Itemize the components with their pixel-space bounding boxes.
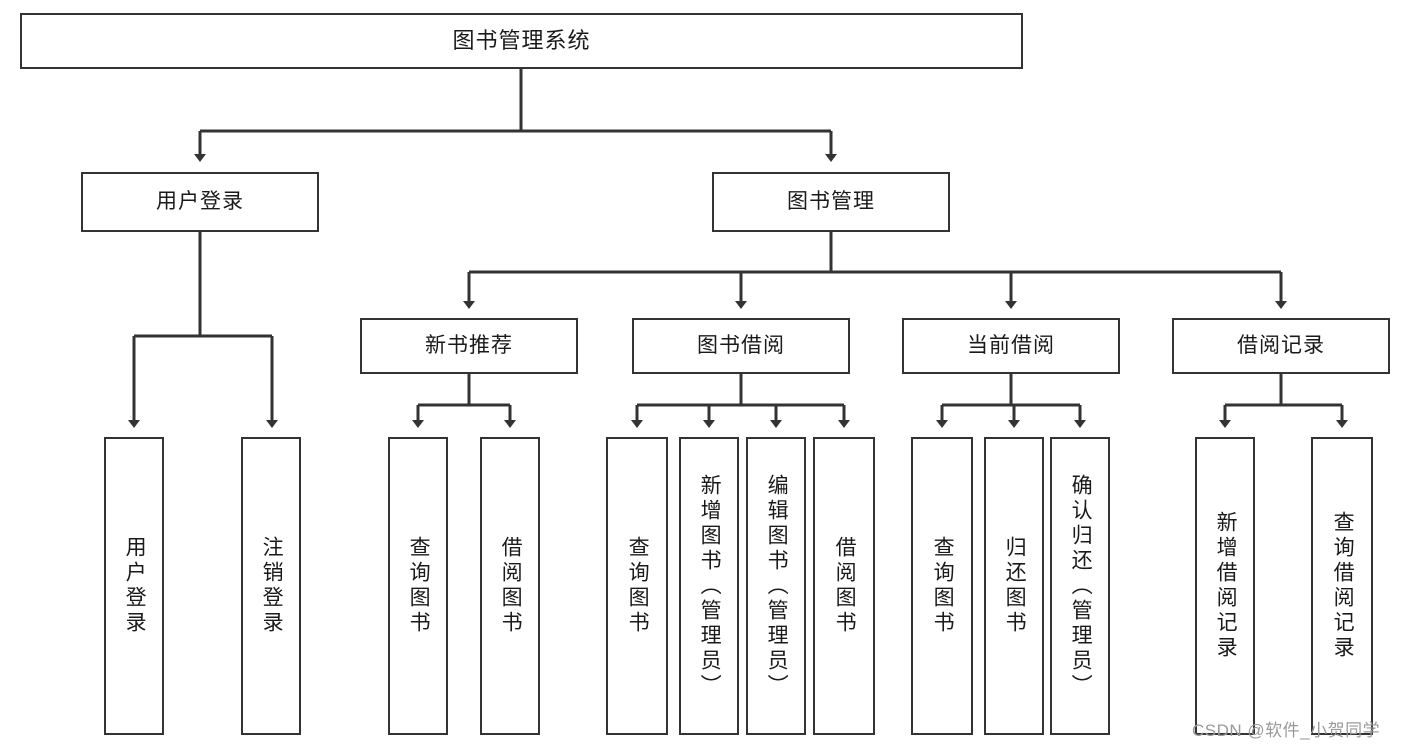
node-leaf-query-book-cur-label: 查询图书 (931, 536, 955, 636)
node-leaf-query-book-cur[interactable]: 查询图书 (911, 437, 973, 735)
node-user-login-label: 用户登录 (156, 189, 244, 213)
node-leaf-query-record[interactable]: 查询借阅记录 (1311, 437, 1373, 735)
node-leaf-query-book-label: 查询图书 (626, 536, 650, 636)
node-leaf-return-book-label: 归还图书 (1003, 536, 1027, 636)
node-leaf-edit-book[interactable]: 编辑图书（管理员） (746, 437, 806, 735)
node-book-borrow[interactable]: 图书借阅 (632, 318, 850, 374)
node-leaf-add-record[interactable]: 新增借阅记录 (1195, 437, 1255, 735)
watermark: CSDN @软件_小贺同学 (1192, 716, 1380, 741)
node-leaf-query-book-rec[interactable]: 查询图书 (388, 437, 448, 735)
node-leaf-borrow-book[interactable]: 借阅图书 (813, 437, 875, 735)
node-leaf-user-login[interactable]: 用户登录 (104, 437, 164, 735)
node-leaf-add-record-label: 新增借阅记录 (1214, 511, 1238, 661)
node-leaf-query-book[interactable]: 查询图书 (606, 437, 668, 735)
node-leaf-add-book[interactable]: 新增图书（管理员） (679, 437, 739, 735)
node-book-manage[interactable]: 图书管理 (712, 172, 950, 232)
node-leaf-logout-label: 注销登录 (260, 536, 284, 636)
node-leaf-borrow-book-label: 借阅图书 (833, 536, 857, 636)
node-root[interactable]: 图书管理系统 (20, 13, 1023, 69)
node-user-login[interactable]: 用户登录 (81, 172, 319, 232)
node-new-book-rec[interactable]: 新书推荐 (360, 318, 578, 374)
node-leaf-return-book[interactable]: 归还图书 (984, 437, 1044, 735)
node-leaf-confirm-return-label: 确认归还（管理员） (1069, 473, 1093, 699)
node-root-label: 图书管理系统 (452, 28, 591, 54)
node-book-borrow-label: 图书借阅 (697, 333, 785, 357)
node-leaf-logout[interactable]: 注销登录 (241, 437, 301, 735)
node-leaf-borrow-book-rec[interactable]: 借阅图书 (480, 437, 540, 735)
node-leaf-edit-book-label: 编辑图书（管理员） (765, 473, 789, 699)
node-leaf-add-book-label: 新增图书（管理员） (698, 473, 722, 699)
watermark-text: CSDN @软件_小贺同学 (1192, 721, 1381, 740)
node-leaf-confirm-return[interactable]: 确认归还（管理员） (1050, 437, 1110, 735)
node-new-book-rec-label: 新书推荐 (425, 333, 513, 357)
node-book-manage-label: 图书管理 (787, 189, 875, 213)
node-borrow-record[interactable]: 借阅记录 (1172, 318, 1390, 374)
node-leaf-borrow-book-rec-label: 借阅图书 (499, 536, 523, 636)
node-leaf-query-record-label: 查询借阅记录 (1331, 511, 1355, 661)
node-current-borrow-label: 当前借阅 (967, 333, 1055, 357)
node-borrow-record-label: 借阅记录 (1237, 333, 1325, 357)
node-leaf-user-login-label: 用户登录 (123, 536, 147, 636)
node-leaf-query-book-rec-label: 查询图书 (407, 536, 431, 636)
node-current-borrow[interactable]: 当前借阅 (902, 318, 1120, 374)
